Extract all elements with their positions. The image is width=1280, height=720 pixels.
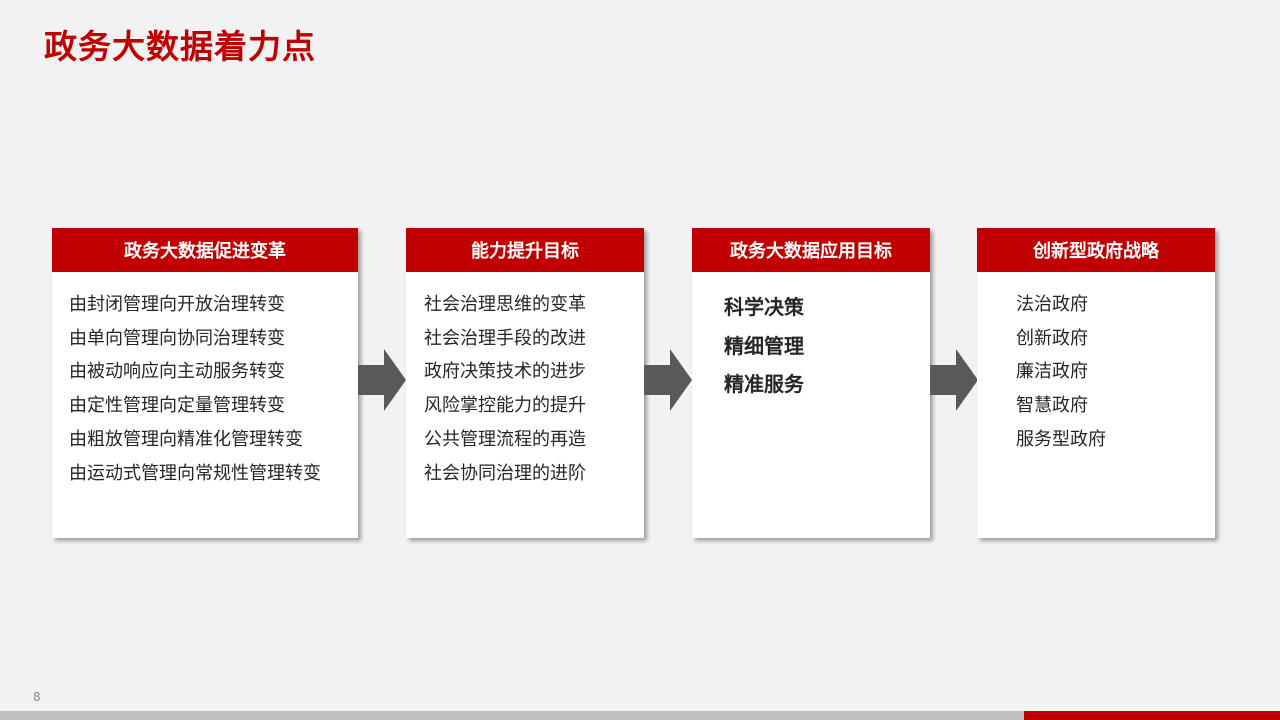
arrow-right-icon: [930, 349, 978, 411]
list-item: 由粗放管理向精准化管理转变: [69, 428, 303, 450]
page-number: 8: [33, 690, 41, 704]
page-title: 政务大数据着力点: [44, 27, 316, 66]
card-header: 创新型政府战略: [977, 228, 1215, 272]
list-item: 精准服务: [724, 372, 804, 397]
card-list: 由封闭管理向开放治理转变 由单向管理向协同治理转变 由被动响应向主动服务转变 由…: [52, 272, 358, 490]
list-item: 公共管理流程的再造: [424, 428, 586, 450]
card-strategy: 创新型政府战略 法治政府 创新政府 廉洁政府 智慧政府 服务型政府: [977, 228, 1215, 538]
list-item: 廉洁政府: [1016, 361, 1088, 383]
footer-accent-bar: [1024, 711, 1280, 720]
list-item: 创新政府: [1016, 327, 1088, 349]
card-header: 能力提升目标: [406, 228, 644, 272]
list-item: 社会治理手段的改进: [424, 327, 586, 349]
list-item: 由封闭管理向开放治理转变: [69, 294, 285, 315]
card-list: 科学决策 精细管理 精准服务: [692, 272, 930, 404]
arrow-right-icon: [358, 349, 406, 411]
list-item: 政府决策技术的进步: [424, 361, 586, 383]
card-header: 政务大数据应用目标: [692, 228, 930, 272]
list-item: 社会治理思维的变革: [424, 294, 586, 315]
list-item: 由定性管理向定量管理转变: [69, 395, 285, 417]
arrow-right-icon: [644, 349, 692, 411]
list-item: 社会协同治理的进阶: [424, 462, 586, 484]
card-reform: 政务大数据促进变革 由封闭管理向开放治理转变 由单向管理向协同治理转变 由被动响…: [52, 228, 358, 538]
list-item: 精细管理: [724, 333, 804, 358]
list-item: 风险掌控能力的提升: [424, 395, 586, 417]
card-list: 法治政府 创新政府 廉洁政府 智慧政府 服务型政府: [977, 272, 1215, 457]
card-application: 政务大数据应用目标 科学决策 精细管理 精准服务: [692, 228, 930, 538]
list-item: 由被动响应向主动服务转变: [69, 361, 285, 383]
list-item: 智慧政府: [1016, 395, 1088, 417]
card-capability: 能力提升目标 社会治理思维的变革 社会治理手段的改进 政府决策技术的进步 风险掌…: [406, 228, 644, 538]
card-header: 政务大数据促进变革: [52, 228, 358, 272]
card-list: 社会治理思维的变革 社会治理手段的改进 政府决策技术的进步 风险掌控能力的提升 …: [406, 272, 644, 490]
list-item: 由运动式管理向常规性管理转变: [69, 462, 321, 484]
list-item: 服务型政府: [1016, 428, 1106, 450]
list-item: 法治政府: [1016, 294, 1088, 315]
footer-bar: [0, 711, 1280, 720]
list-item: 由单向管理向协同治理转变: [69, 327, 285, 349]
list-item: 科学决策: [724, 295, 804, 319]
